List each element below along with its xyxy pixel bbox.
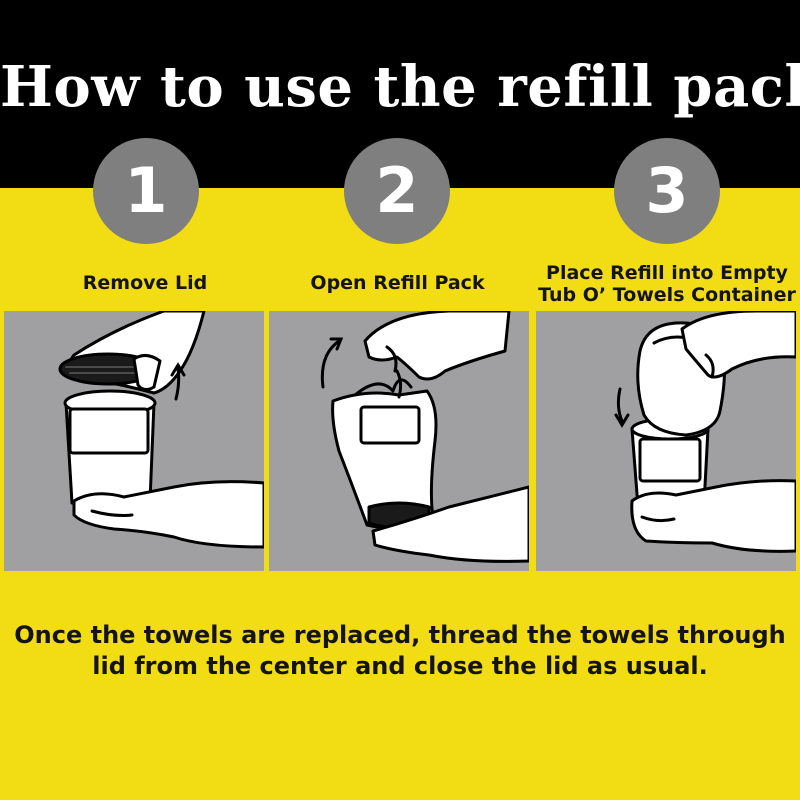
step-3-illustration: [536, 311, 796, 571]
instructions-line-2: lid from the center and close the lid as…: [92, 652, 708, 680]
open-refill-illustration: [320, 311, 529, 563]
step-3-badge: 3: [614, 138, 720, 244]
step-1-number: 1: [124, 154, 168, 227]
step-1-illustration: [4, 311, 264, 571]
step-2-label: Open Refill Pack: [290, 272, 505, 294]
step-1-badge: 1: [93, 138, 199, 244]
place-refill-illustration: [614, 311, 796, 553]
step-3-label-line-1: Place Refill into Empty: [546, 262, 788, 284]
remove-lid-illustration: [58, 311, 264, 549]
step-3-label-line-2: Tub O’ Towels Container: [538, 284, 796, 306]
step-2-label-line: Open Refill Pack: [310, 272, 485, 294]
instructions-text: Once the towels are replaced, thread the…: [0, 620, 800, 682]
step-2-number: 2: [375, 154, 419, 227]
step-1-label-line: Remove Lid: [82, 272, 208, 294]
step-3-label: Place Refill into Empty Tub O’ Towels Co…: [536, 262, 798, 306]
page-title: How to use the refill pack: [0, 54, 800, 120]
step-2-illustration: [269, 311, 529, 571]
step-3-number: 3: [645, 154, 689, 227]
instructions-line-1: Once the towels are replaced, thread the…: [14, 621, 786, 649]
step-1-label: Remove Lid: [40, 272, 250, 294]
step-2-badge: 2: [344, 138, 450, 244]
